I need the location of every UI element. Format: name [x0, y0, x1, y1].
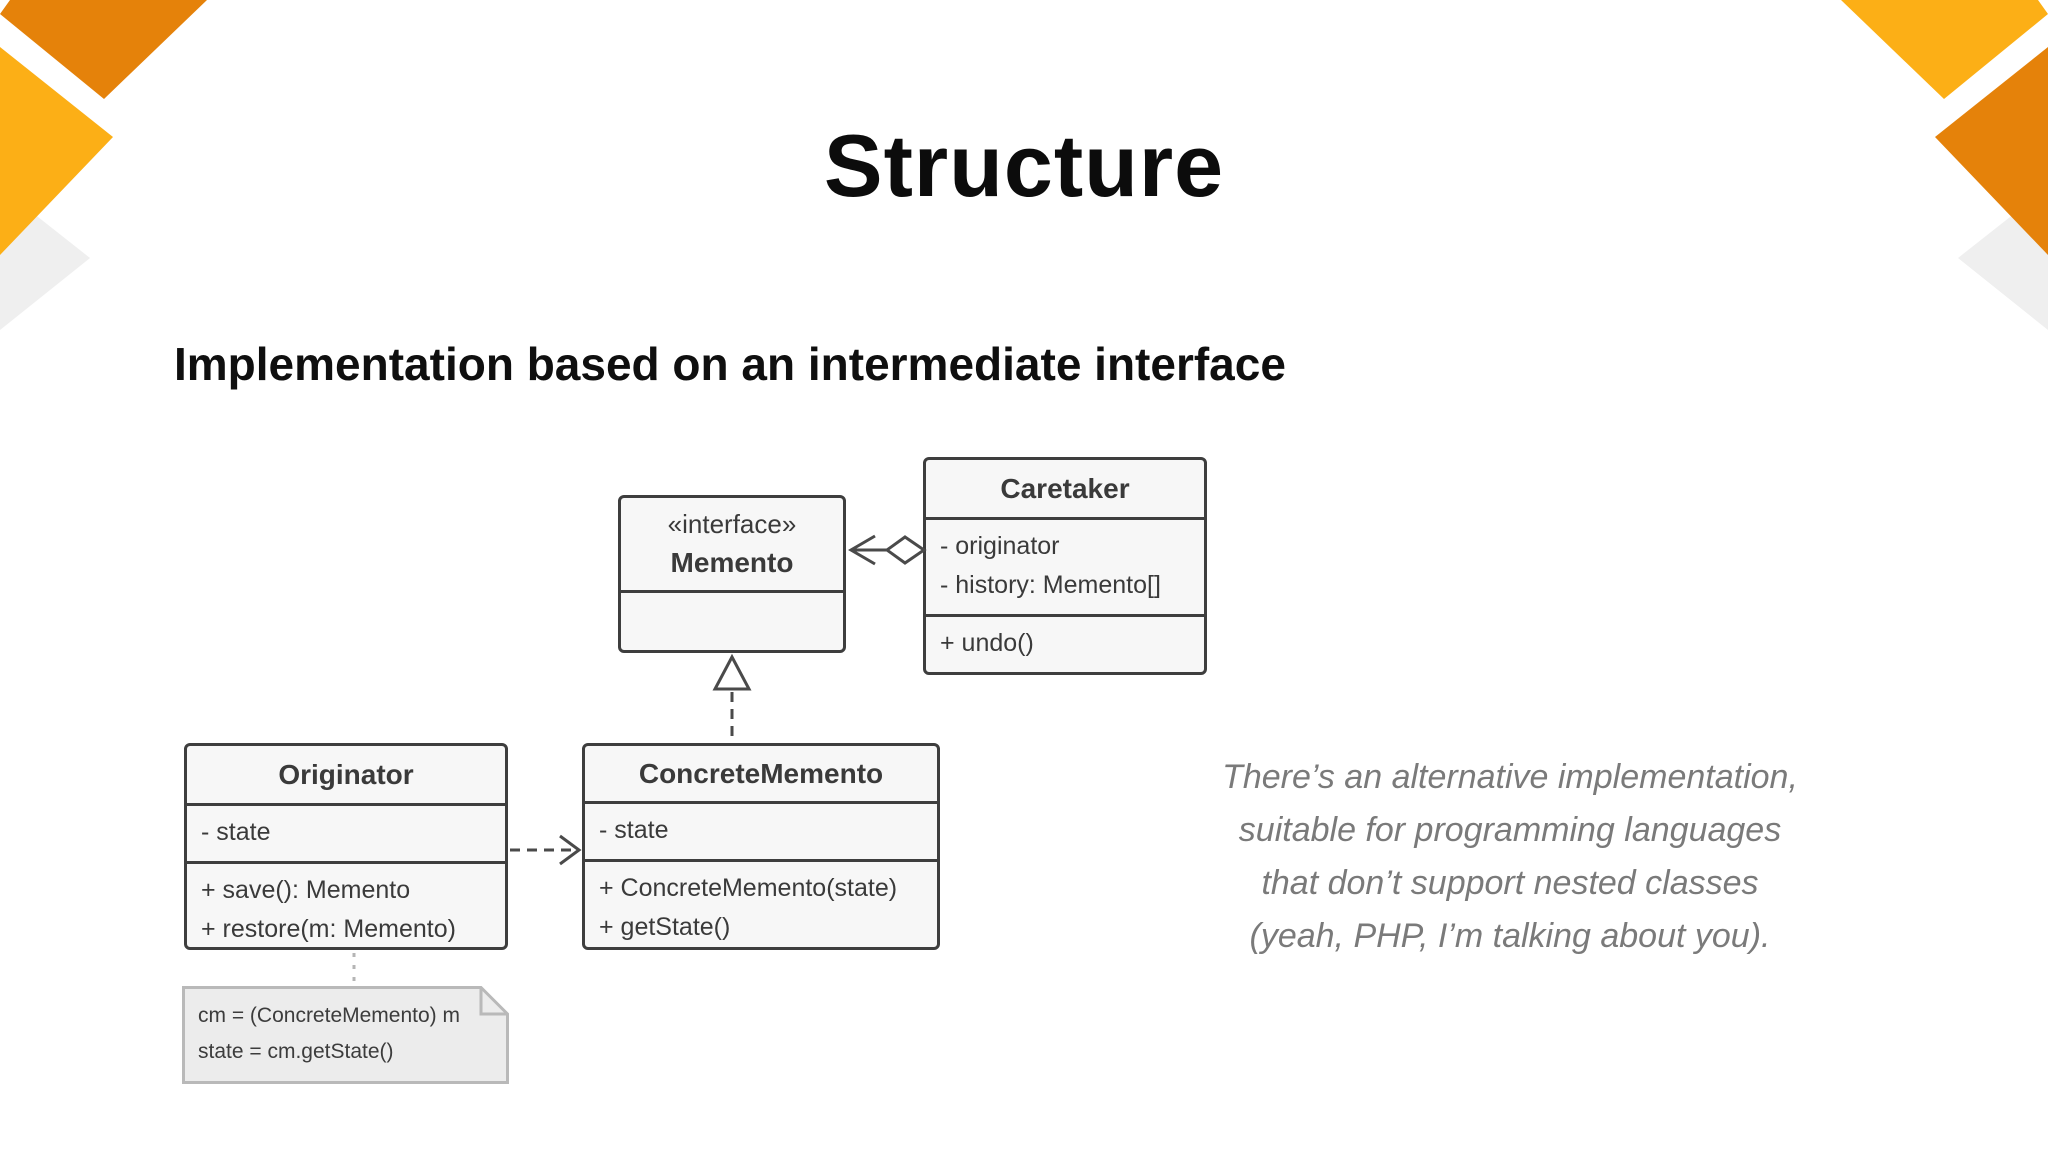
uml-method: + restore(m: Memento): [201, 915, 456, 943]
uml-method: + save(): Memento: [201, 876, 411, 904]
memento-header: «interface» Memento: [621, 498, 843, 590]
uml-class-concrete-memento: ConcreteMemento - state + ConcreteMement…: [582, 743, 940, 950]
annotation-text: There’s an alternative implementation, s…: [1140, 751, 1880, 963]
concrete-memento-methods: + ConcreteMemento(state) + getState(): [585, 859, 937, 947]
dependency-arrow: [510, 834, 582, 866]
annotation-line: that don’t support nested classes: [1261, 864, 1759, 902]
uml-method: + undo(): [940, 629, 1034, 657]
memento-name: Memento: [670, 547, 794, 578]
corner-orange-triangle-left: [0, 0, 207, 99]
annotation-line: suitable for programming languages: [1238, 811, 1782, 849]
slide-subtitle: Implementation based on an intermediate …: [174, 338, 1286, 390]
memento-empty-compartment: [621, 590, 843, 650]
realization-arrow: [712, 653, 752, 741]
uml-attribute: - history: Memento[]: [940, 571, 1161, 599]
uml-class-originator: Originator - state + save(): Memento + r…: [184, 743, 508, 950]
caretaker-methods: + undo(): [926, 614, 1204, 672]
originator-methods: + save(): Memento + restore(m: Memento): [187, 861, 505, 949]
note-outline: [182, 986, 509, 1084]
caretaker-name: Caretaker: [1000, 472, 1130, 504]
uml-method: + getState(): [599, 913, 731, 941]
note-line: state = cm.getState(): [198, 1040, 394, 1063]
uml-attribute: - state: [201, 818, 271, 846]
uml-note: cm = (ConcreteMemento) m state = cm.getS…: [182, 986, 509, 1084]
aggregation-arrow: [848, 534, 927, 566]
note-text: cm = (ConcreteMemento) m state = cm.getS…: [182, 998, 509, 1070]
annotation-line: There’s an alternative implementation,: [1222, 758, 1798, 796]
originator-header: Originator: [187, 746, 505, 803]
uml-class-memento: «interface» Memento: [618, 495, 846, 653]
page-title: Structure: [823, 116, 1225, 215]
corner-amber-triangle-right: [1841, 0, 2048, 99]
originator-name: Originator: [278, 758, 414, 790]
originator-attributes: - state: [187, 803, 505, 861]
concrete-memento-header: ConcreteMemento: [585, 746, 937, 801]
caretaker-attributes: - originator - history: Memento[]: [926, 517, 1204, 614]
uml-class-caretaker: Caretaker - originator - history: Mement…: [923, 457, 1207, 675]
note-line: cm = (ConcreteMemento) m: [198, 1004, 460, 1027]
uml-attribute: - originator: [940, 532, 1060, 560]
memento-stereotype: «interface»: [667, 509, 797, 539]
annotation-line: (yeah, PHP, I’m talking about you).: [1249, 917, 1771, 955]
concrete-memento-attributes: - state: [585, 801, 937, 859]
uml-method: + ConcreteMemento(state): [599, 874, 898, 902]
caretaker-header: Caretaker: [926, 460, 1204, 517]
uml-attribute: - state: [599, 816, 669, 844]
concrete-memento-name: ConcreteMemento: [638, 757, 884, 789]
